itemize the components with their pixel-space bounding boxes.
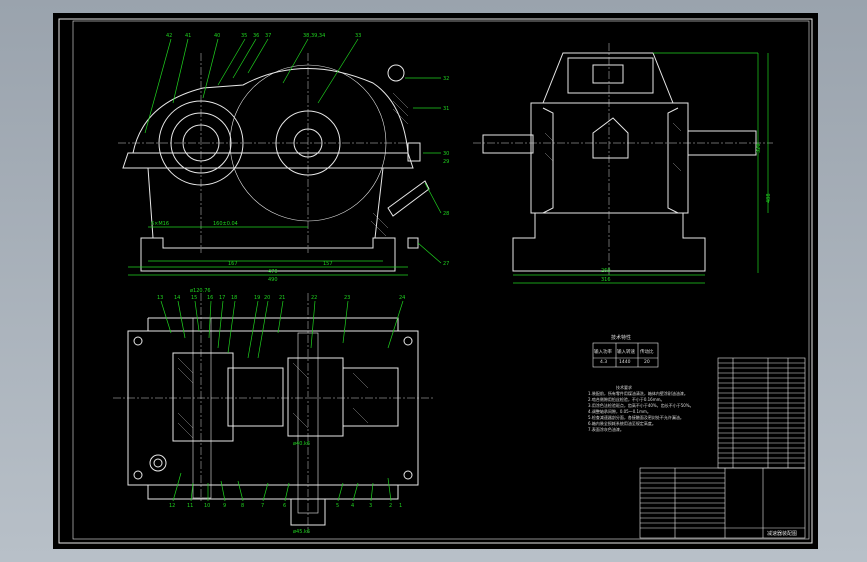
spec-value-3: 20 xyxy=(644,360,650,365)
svg-text:37: 37 xyxy=(265,33,271,39)
svg-text:12: 12 xyxy=(169,503,175,509)
inner-frame xyxy=(72,20,810,540)
svg-text:21: 21 xyxy=(279,295,285,301)
tech-req-line: 5.检查减速器剖分面，各接触面及密封处不允许漏油。 xyxy=(588,415,684,420)
svg-text:157: 157 xyxy=(323,261,333,267)
svg-text:20: 20 xyxy=(264,295,270,301)
front-view-labels: 42 41 40 35 36 37 38,39,34 33 32 31 30 29 28 27 xyxy=(166,33,449,267)
title-block-name: 减速器装配图 xyxy=(767,531,798,537)
svg-text:316: 316 xyxy=(601,277,611,283)
svg-text:19: 19 xyxy=(254,295,260,301)
spec-table-title: 技术特性 xyxy=(611,335,632,341)
svg-text:320: 320 xyxy=(756,143,762,153)
spec-value-1: 4.3 xyxy=(600,360,608,365)
tech-req-line: 4.调整轴承间隙，0.05～0.1mm。 xyxy=(588,409,651,414)
svg-text:28: 28 xyxy=(443,211,449,217)
spec-value-2: 1440 xyxy=(619,360,631,365)
svg-text:40: 40 xyxy=(214,33,220,39)
svg-text:29: 29 xyxy=(443,159,449,165)
tech-req-title: 技术要求 xyxy=(616,385,632,390)
svg-text:4: 4 xyxy=(351,503,354,509)
svg-text:1: 1 xyxy=(399,503,402,509)
svg-text:38,39,34: 38,39,34 xyxy=(303,33,325,39)
svg-text:3: 3 xyxy=(369,503,372,509)
svg-text:27: 27 xyxy=(443,261,449,267)
svg-text:8: 8 xyxy=(241,503,244,509)
tech-req-line: 1.装配前，所有零件用煤油清洗，箱体内壁涂耐油油漆。 xyxy=(588,391,688,396)
svg-text:42: 42 xyxy=(166,33,172,39)
svg-text:2: 2 xyxy=(389,503,392,509)
spec-table xyxy=(592,342,659,368)
spec-header-1: 输入功率 xyxy=(594,350,612,355)
svg-text:ø40.k6: ø40.k6 xyxy=(293,441,310,447)
svg-text:33: 33 xyxy=(355,33,361,39)
tech-req-line: 2.啮合侧隙用铅丝检验，不小于0.16mm。 xyxy=(588,397,665,402)
svg-text:11: 11 xyxy=(187,503,193,509)
svg-text:22: 22 xyxy=(311,295,317,301)
svg-text:7: 7 xyxy=(261,503,264,509)
svg-text:30: 30 xyxy=(443,151,449,157)
svg-text:15: 15 xyxy=(191,295,197,301)
svg-text:35: 35 xyxy=(241,33,247,39)
svg-text:17: 17 xyxy=(219,295,225,301)
spec-header-2: 输入转速 xyxy=(617,350,635,355)
svg-text:14: 14 xyxy=(174,295,180,301)
tech-requirements: 技术要求 1.装配前，所有零件用煤油清洗，箱体内壁涂耐油油漆。 2.啮合侧隙用铅… xyxy=(588,385,698,433)
svg-text:470: 470 xyxy=(268,269,278,275)
svg-text:490: 490 xyxy=(268,277,278,283)
svg-text:9: 9 xyxy=(223,503,226,509)
svg-text:24: 24 xyxy=(399,295,405,301)
svg-text:488: 488 xyxy=(766,193,772,203)
svg-text:ø120.76: ø120.76 xyxy=(190,288,211,294)
svg-text:23: 23 xyxy=(344,295,350,301)
tech-req-line: 7.表面涂灰色油漆。 xyxy=(588,427,624,432)
tech-req-line: 3.用涂色法检验斑点，齿高不小于40%，齿长不小于50%。 xyxy=(588,403,694,408)
svg-text:31: 31 xyxy=(443,106,449,112)
svg-text:18: 18 xyxy=(231,295,237,301)
front-elevation: 42 41 40 35 36 37 38,39,34 33 32 31 30 29 28 27 6… xyxy=(118,33,449,283)
tech-req-line: 6.箱内装全损耗系统用油至规定高度。 xyxy=(588,421,656,426)
svg-text:167: 167 xyxy=(228,261,238,267)
svg-text:41: 41 xyxy=(185,33,191,39)
outer-frame xyxy=(58,18,813,544)
svg-text:ø45.k6: ø45.k6 xyxy=(293,529,310,535)
side-elevation: 260 316 320 488 xyxy=(473,43,773,284)
spec-header-3: 传动比 xyxy=(640,350,654,355)
svg-text:6×M16: 6×M16 xyxy=(151,221,169,227)
svg-text:160±0.04: 160±0.04 xyxy=(213,221,238,227)
svg-text:36: 36 xyxy=(253,33,259,39)
svg-text:10: 10 xyxy=(204,503,210,509)
svg-text:5: 5 xyxy=(336,503,339,509)
svg-text:260: 260 xyxy=(601,268,611,274)
svg-text:13: 13 xyxy=(157,295,163,301)
svg-text:32: 32 xyxy=(443,76,449,82)
svg-text:6: 6 xyxy=(283,503,286,509)
svg-text:16: 16 xyxy=(207,295,213,301)
